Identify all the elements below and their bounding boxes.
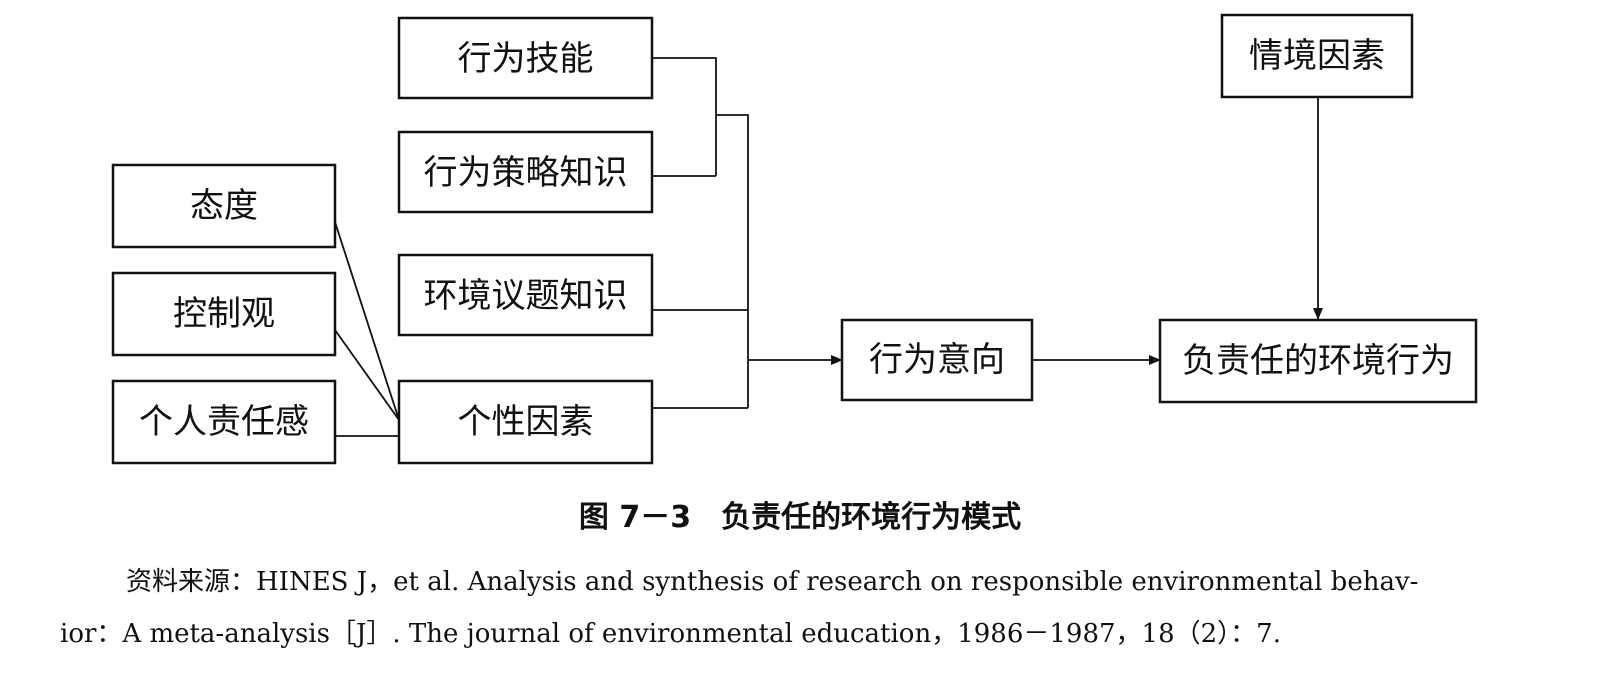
edge-attitude (334, 221, 400, 421)
node-attitude-label: 态度 (190, 186, 258, 226)
node-strategy-knowledge: 行为策略知识 (397, 130, 654, 214)
node-intention: 行为意向 (840, 318, 1034, 402)
source-line-1: 资料来源：HINES J，et al. Analysis and synthes… (126, 567, 1419, 597)
source-line-2: ior：A meta-analysis［J］. The journal of e… (60, 619, 1281, 649)
node-control: 控制观 (111, 271, 337, 357)
figure-caption: 图 7－3 负责任的环境行为模式 (578, 500, 1022, 535)
node-issue-knowledge-label: 环境议题知识 (424, 276, 628, 316)
node-responsibility: 个人责任感 (111, 379, 337, 465)
node-control-label: 控制观 (173, 294, 275, 334)
node-strategy-knowledge-label: 行为策略知识 (424, 153, 628, 193)
node-personality: 个性因素 (397, 379, 654, 465)
figure-source: 资料来源：HINES J，et al. Analysis and synthes… (60, 556, 1540, 660)
edge-control (334, 329, 400, 421)
node-behavior-skills: 行为技能 (397, 16, 654, 100)
node-personality-label: 个性因素 (458, 402, 594, 442)
node-situational: 情境因素 (1220, 13, 1414, 99)
edge-skills (652, 57, 717, 176)
model-diagram: 行为技能 行为策略知识 态度 控制观 个人责任感 环境议题知识 个性因素 行为意… (111, 13, 1478, 465)
connectors (334, 57, 1323, 437)
node-behavior-skills-label: 行为技能 (458, 39, 594, 79)
node-responsibility-label: 个人责任感 (139, 402, 309, 442)
node-attitude: 态度 (111, 163, 337, 249)
node-behavior-label: 负责任的环境行为 (1182, 341, 1454, 381)
node-behavior: 负责任的环境行为 (1158, 318, 1478, 404)
node-issue-knowledge: 环境议题知识 (397, 253, 654, 337)
edge-knowledge-group (716, 114, 749, 408)
node-situational-label: 情境因素 (1249, 36, 1385, 76)
node-intention-label: 行为意向 (869, 340, 1005, 380)
